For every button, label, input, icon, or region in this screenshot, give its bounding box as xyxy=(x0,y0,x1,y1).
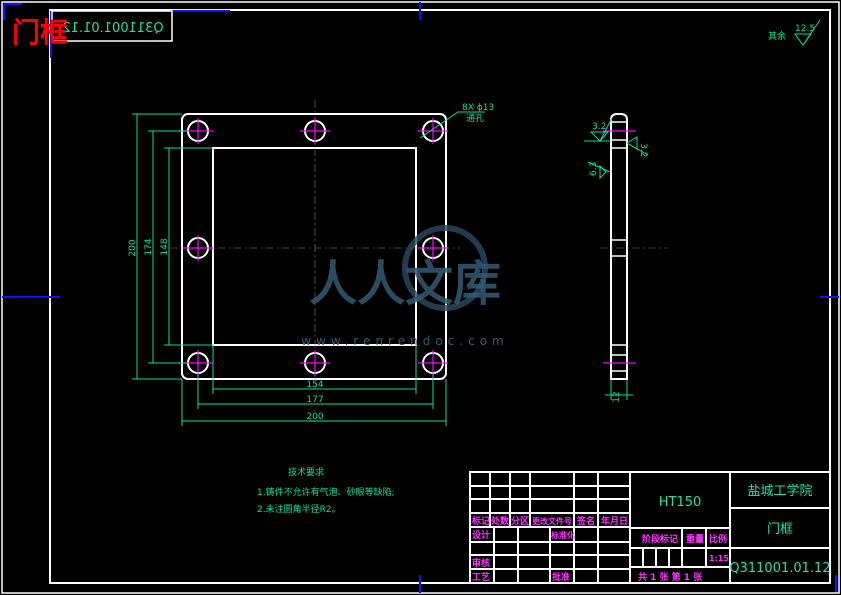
dim-174: 174 xyxy=(144,238,154,255)
tb-review: 审核 xyxy=(472,557,490,569)
roughness-other-value: 12.5 xyxy=(795,24,815,34)
roughness-6-3: 6.3 xyxy=(589,162,599,176)
tb-header-change-doc: 更改文件号 xyxy=(532,516,572,526)
tb-scale-label: 比例 xyxy=(709,533,727,545)
roughness-3-2-a: 3.2 xyxy=(592,122,606,132)
tb-school: 盐城工学院 xyxy=(747,483,812,499)
tb-header-sign: 签名 xyxy=(576,515,595,527)
title-overlay: 门框 xyxy=(12,16,68,49)
tb-header-zone: 分区 xyxy=(511,515,529,527)
hole-note-through: 通孔 xyxy=(466,113,484,124)
roughness-3-2-b: 3.2 xyxy=(638,143,648,157)
roughness-other-label: 其余 xyxy=(768,30,786,42)
tb-scale: 1:15 xyxy=(709,554,729,563)
tb-material: HT150 xyxy=(659,495,702,510)
tb-stage: 阶段标记 xyxy=(642,533,678,545)
tb-header-count: 处数 xyxy=(490,515,510,527)
tb-part-name: 门框 xyxy=(767,522,793,537)
roughness-symbol-icon xyxy=(794,19,821,46)
title-block-grid xyxy=(469,471,831,584)
tb-drawing-no: Q311001.01.12 xyxy=(729,561,830,576)
tech-req-item-2: 2.未注圆角半径R2。 xyxy=(257,503,341,515)
watermark-url: www.renrendoc.com xyxy=(301,334,508,348)
tb-header-mark: 标记 xyxy=(471,515,490,527)
watermark-logo-icon xyxy=(402,225,488,311)
tb-design: 设计 xyxy=(472,529,490,541)
dim-177: 177 xyxy=(306,395,323,405)
dim-154: 154 xyxy=(306,380,323,390)
tb-process: 工艺 xyxy=(472,571,490,583)
tb-standard: 标准化 xyxy=(550,530,575,540)
dim-12: 12 xyxy=(612,391,622,402)
dimension-lines xyxy=(132,111,633,426)
tb-weight: 重量 xyxy=(686,533,704,545)
tb-approve: 批准 xyxy=(552,571,570,583)
hole-note: 8X ϕ13 xyxy=(462,103,494,113)
code-stamp-box xyxy=(51,10,173,42)
dim-200-horizontal: 200 xyxy=(306,412,323,422)
tb-header-date: 年月日 xyxy=(601,515,628,527)
front-view xyxy=(170,100,460,390)
mirrored-code: Q311001.01.12 xyxy=(62,21,163,36)
tb-sheets: 共 1 张 第 1 张 xyxy=(638,571,703,583)
dim-200-vertical: 200 xyxy=(128,239,138,256)
side-view xyxy=(584,113,668,380)
tech-req-title: 技术要求 xyxy=(288,466,324,478)
dim-148: 148 xyxy=(160,238,170,255)
tech-req-item-1: 1.铸件不允许有气泡、砂眼等缺陷; xyxy=(257,486,395,498)
watermark-text: 人人文库 xyxy=(309,256,501,312)
